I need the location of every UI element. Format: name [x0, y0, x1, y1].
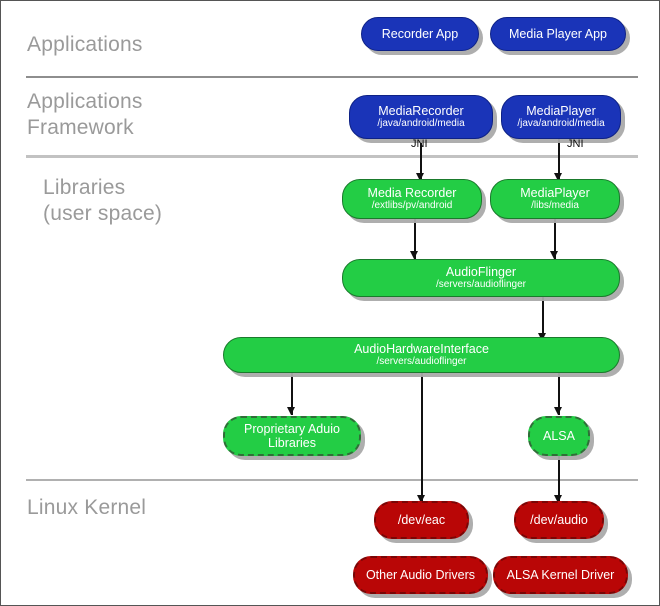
connector-ahi-to-proprietary-libs	[291, 373, 293, 415]
connector-alsa-to-dev-audio	[558, 456, 560, 501]
node-title: ALSA	[543, 429, 575, 443]
node-mediarecorder-framework[interactable]: MediaRecorder /java/android/media	[349, 95, 493, 139]
arrowhead-audioflinger-left	[410, 251, 418, 259]
node-title: Other Audio Drivers	[365, 568, 476, 582]
arrowhead-dev-audio	[554, 495, 562, 503]
node-alsa[interactable]: ALSA	[528, 416, 590, 456]
node-title: Proprietary Aduio	[244, 422, 340, 436]
node-subtitle: /servers/audioflinger	[435, 279, 527, 290]
node-subtitle: /servers/audioflinger	[376, 356, 467, 367]
node-subtitle: /java/android/media	[377, 118, 465, 129]
node-title: AudioHardwareInterface	[354, 342, 489, 356]
node-mediaplayer-lib[interactable]: MediaPlayer /libs/media	[490, 179, 620, 219]
arrowhead-alsa	[554, 407, 562, 415]
node-media-player-app[interactable]: Media Player App	[490, 17, 626, 51]
node-other-audio-drivers[interactable]: Other Audio Drivers	[353, 556, 488, 594]
band-label-linux-kernel: Linux Kernel	[27, 496, 147, 519]
node-audiohardwareinterface[interactable]: AudioHardwareInterface /servers/audiofli…	[223, 337, 620, 373]
node-recorder-app[interactable]: Recorder App	[361, 17, 479, 51]
node-title: Media Recorder	[367, 186, 457, 200]
arrowhead-media-recorder	[416, 173, 424, 181]
node-subtitle: /java/android/media	[517, 118, 605, 129]
node-title: MediaPlayer	[526, 104, 596, 118]
band-label-applications-framework: Applications Framework	[27, 90, 143, 139]
divider-linux-kernel	[26, 479, 638, 481]
node-subtitle: /extlibs/pv/android	[371, 200, 453, 211]
node-alsa-kernel-driver[interactable]: ALSA Kernel Driver	[493, 556, 628, 594]
node-audioflinger[interactable]: AudioFlinger /servers/audioflinger	[342, 259, 620, 297]
node-mediaplayer-framework[interactable]: MediaPlayer /java/android/media	[501, 95, 621, 139]
node-title: AudioFlinger	[445, 265, 517, 279]
divider-applications	[26, 76, 638, 78]
edge-label-jni-player: JNI	[567, 138, 584, 150]
arrowhead-dev-eac	[417, 495, 425, 503]
node-proprietary-audio-libraries[interactable]: Proprietary Aduio Libraries	[223, 416, 361, 456]
connector-mediaplayer-to-mediaplayer-lib	[558, 139, 560, 181]
divider-applications-framework	[26, 155, 638, 158]
arrowhead-audioflinger-right	[550, 251, 558, 259]
node-title: MediaPlayer	[520, 186, 590, 200]
band-label-applications: Applications	[27, 33, 143, 56]
connector-audioflinger-to-audiohardwareinterface	[542, 297, 544, 341]
node-title: MediaRecorder	[378, 104, 464, 118]
connector-ahi-to-dev-eac	[421, 373, 423, 501]
edge-label-jni-recorder: JNI	[411, 138, 428, 150]
band-label-libraries: Libraries (user space)	[43, 176, 163, 225]
node-title: Recorder App	[381, 27, 459, 41]
connector-mediarecorder-to-media-recorder	[420, 139, 422, 181]
arrowhead-proprietary-libs	[287, 407, 295, 415]
connector-ahi-to-alsa	[558, 373, 560, 415]
connector-media-recorder-to-audioflinger	[414, 219, 416, 259]
node-media-recorder-lib[interactable]: Media Recorder /extlibs/pv/android	[342, 179, 482, 219]
arrowhead-mediaplayer-lib	[554, 173, 562, 181]
node-dev-audio[interactable]: /dev/audio	[514, 501, 604, 539]
node-dev-eac[interactable]: /dev/eac	[374, 501, 469, 539]
node-title: /dev/audio	[530, 513, 588, 527]
node-subtitle: Libraries	[268, 436, 316, 450]
node-title: /dev/eac	[397, 513, 446, 527]
connector-mediaplayer-lib-to-audioflinger	[554, 219, 556, 259]
node-subtitle: /libs/media	[531, 200, 579, 211]
node-title: ALSA Kernel Driver	[506, 568, 615, 582]
node-title: Media Player App	[509, 27, 607, 41]
